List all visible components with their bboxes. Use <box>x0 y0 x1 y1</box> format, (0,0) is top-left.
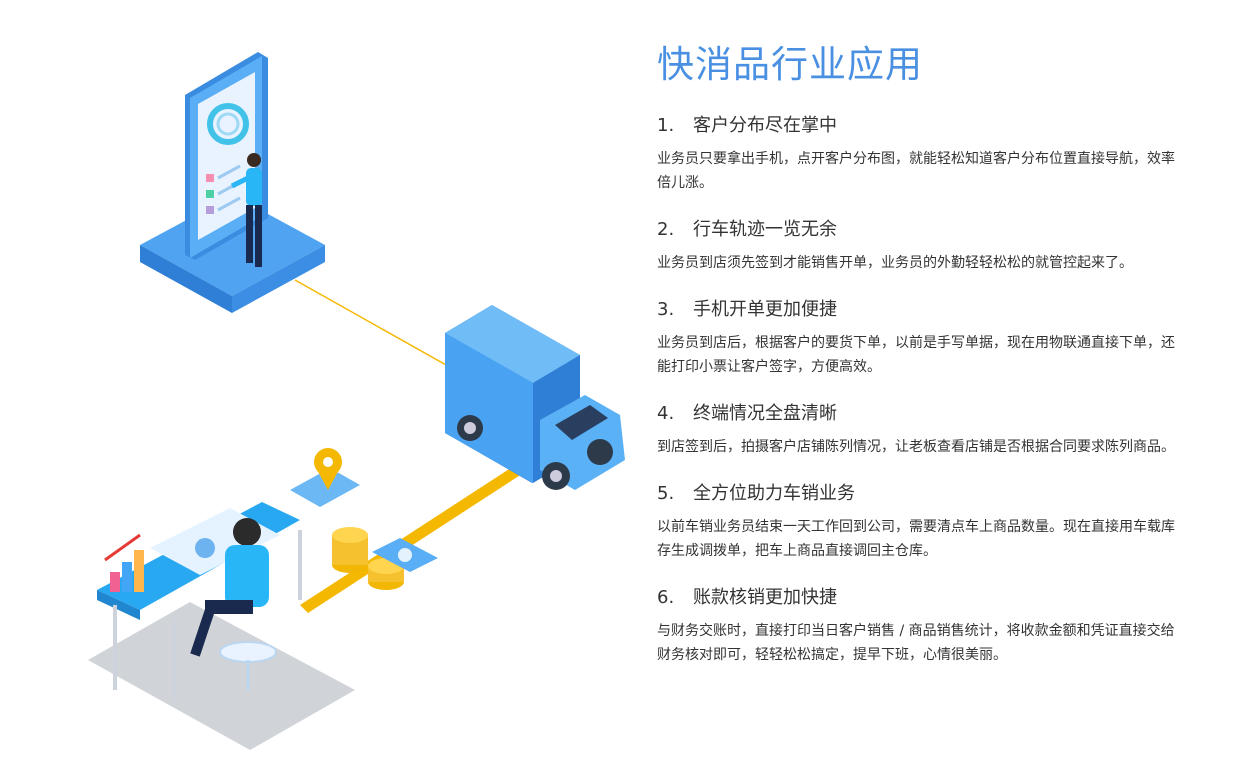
feature-item: 4. 终端情况全盘清晰 到店签到后，拍摄客户店铺陈列情况，让老板查看店铺是否根据… <box>657 401 1177 459</box>
feature-item: 6. 账款核销更加快捷 与财务交账时，直接打印当日客户销售 / 商品销售统计，将… <box>657 585 1177 667</box>
feature-number: 3. <box>657 299 675 320</box>
truck-illustration <box>445 305 625 490</box>
feature-item: 5. 全方位助力车销业务 以前车销业务员结束一天工作回到公司，需要清点车上商品数… <box>657 481 1177 563</box>
feature-item: 2. 行车轨迹一览无余 业务员到店须先签到才能销售开单，业务员的外勤轻轻松松的就… <box>657 217 1177 275</box>
page-title: 快消品行业应用 <box>657 43 923 86</box>
feature-title: 手机开单更加便捷 <box>693 299 837 320</box>
feature-description: 与财务交账时，直接打印当日客户销售 / 商品销售统计，将收款金额和凭证直接交给财… <box>657 623 1175 663</box>
feature-title: 客户分布尽在掌中 <box>693 115 837 136</box>
feature-title: 行车轨迹一览无余 <box>693 219 837 240</box>
connector-road <box>300 462 528 613</box>
feature-panel: 快消品行业应用 1. 客户分布尽在掌中 业务员只要拿出手机，点开客户分布图，就能… <box>657 38 1177 689</box>
feature-number: 2. <box>657 219 675 240</box>
feature-item: 1. 客户分布尽在掌中 业务员只要拿出手机，点开客户分布图，就能轻松知道客户分布… <box>657 113 1177 195</box>
feature-number: 6. <box>657 587 675 608</box>
desk-illustration <box>88 448 438 750</box>
feature-description: 业务员到店须先签到才能销售开单，业务员的外勤轻轻松松的就管控起来了。 <box>657 255 1133 271</box>
feature-heading: 2. 行车轨迹一览无余 <box>657 217 1177 243</box>
feature-title: 终端情况全盘清晰 <box>693 403 837 424</box>
phone-illustration <box>140 52 325 313</box>
feature-description: 以前车销业务员结束一天工作回到公司，需要清点车上商品数量。现在直接用车载库存生成… <box>657 519 1175 559</box>
feature-number: 1. <box>657 115 675 136</box>
feature-title: 全方位助力车销业务 <box>693 483 855 504</box>
feature-number: 5. <box>657 483 675 504</box>
feature-heading: 1. 客户分布尽在掌中 <box>657 113 1177 139</box>
feature-description: 业务员只要拿出手机，点开客户分布图，就能轻松知道客户分布位置直接导航，效率倍儿涨… <box>657 151 1175 191</box>
feature-number: 4. <box>657 403 675 424</box>
isometric-illustration <box>88 52 625 750</box>
feature-item: 3. 手机开单更加便捷 业务员到店后，根据客户的要货下单，以前是手写单据，现在用… <box>657 297 1177 379</box>
connector-line-thin <box>294 279 456 371</box>
feature-description: 业务员到店后，根据客户的要货下单，以前是手写单据，现在用物联通直接下单，还能打印… <box>657 335 1175 375</box>
feature-heading: 4. 终端情况全盘清晰 <box>657 401 1177 427</box>
feature-description: 到店签到后，拍摄客户店铺陈列情况，让老板查看店铺是否根据合同要求陈列商品。 <box>657 439 1175 455</box>
feature-heading: 6. 账款核销更加快捷 <box>657 585 1177 611</box>
feature-title: 账款核销更加快捷 <box>693 587 837 608</box>
feature-heading: 5. 全方位助力车销业务 <box>657 481 1177 507</box>
feature-heading: 3. 手机开单更加便捷 <box>657 297 1177 323</box>
